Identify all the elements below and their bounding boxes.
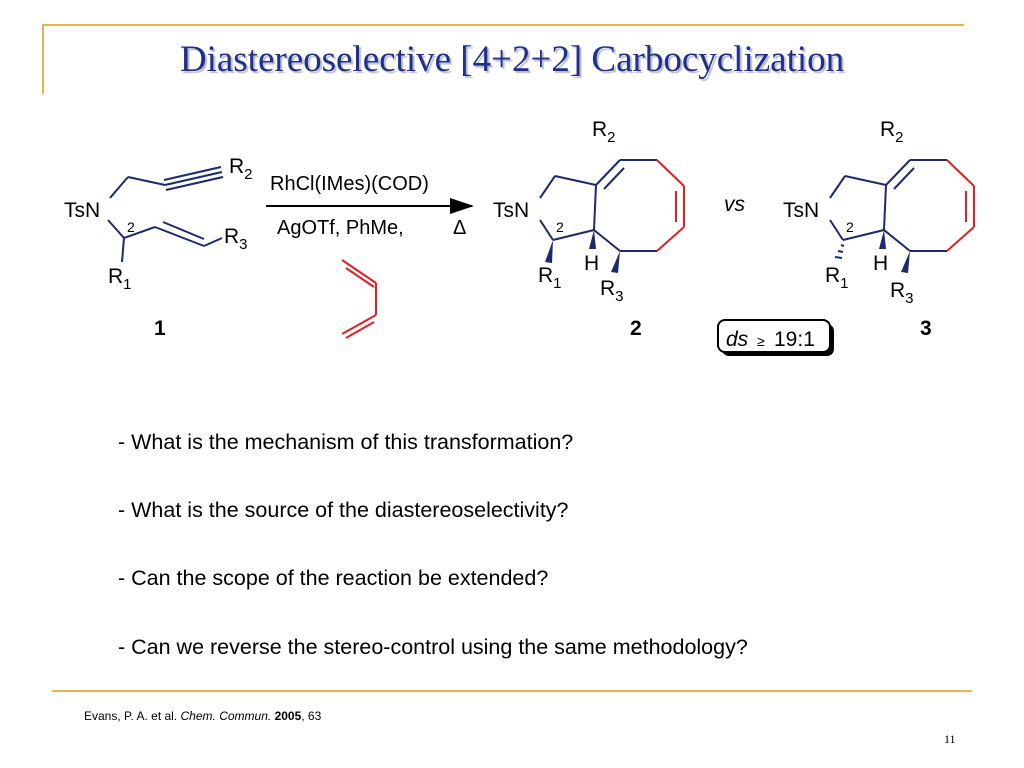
question-mechanism: - What is the mechanism of this transfor…	[118, 430, 574, 454]
compound-3-wedge-h	[879, 230, 886, 249]
compound-2-structure	[539, 159, 657, 252]
diene-structure	[341, 259, 377, 339]
r-group-subscript: 3	[239, 236, 247, 253]
top-rule	[42, 24, 964, 26]
r-group-subscript: 1	[553, 275, 561, 292]
compound-3-stereo-number: 2	[846, 219, 854, 235]
reaction-additives: AgOTf, PhMe,	[277, 217, 404, 239]
compound-2-r2: R2	[592, 118, 616, 146]
compound-1-tsn: TsN	[64, 199, 100, 222]
compound-3-r3: R3	[890, 279, 914, 307]
r-group-subscript: 2	[607, 129, 615, 146]
compound-3-h: H	[873, 252, 888, 275]
compound-3-red-bonds	[946, 159, 975, 252]
r-group-subscript: 1	[840, 275, 848, 292]
reaction-scheme: TsN 2 R2 R3 R1 1 RhCl(IMes)(COD) AgOTf, …	[64, 118, 975, 356]
compound-2-red-bonds	[656, 159, 685, 252]
compound-2-tsn: TsN	[493, 199, 529, 222]
compound-3-wedge-r3	[901, 251, 910, 273]
r-group-subscript: 3	[905, 290, 913, 307]
compound-1-r1: R1	[108, 265, 132, 293]
compound-2-wedge-h	[589, 230, 596, 249]
compound-2-stereo-number: 2	[556, 219, 564, 235]
ds-ratio: 19:1	[774, 328, 815, 351]
ds-prefix: ds	[726, 328, 749, 351]
compound-1-structure	[107, 166, 224, 263]
ds-symbol: ≥	[757, 333, 765, 349]
compound-1-r3: R3	[224, 225, 248, 253]
citation-page: , 63	[301, 709, 322, 723]
compound-2-r1: R1	[538, 264, 562, 292]
r-group-subscript: 3	[615, 288, 623, 305]
citation-journal: Chem. Commun.	[180, 709, 272, 723]
slide-title: Diastereoselective [4+2+2] Carbocyclizat…	[179, 39, 845, 80]
r-group-subscript: 2	[895, 129, 903, 146]
citation-year: 2005	[274, 709, 302, 723]
compound-3-r1: R1	[825, 264, 849, 292]
compound-1-label: 1	[154, 317, 166, 340]
compound-2-wedge-r3	[611, 251, 620, 273]
compound-2-r3: R3	[600, 277, 624, 305]
versus-text: vs	[724, 193, 746, 216]
r-group-subscript: 2	[244, 166, 252, 183]
citation-authors: Evans, P. A. et al.	[84, 709, 178, 723]
reaction-heat-symbol: Δ	[453, 217, 466, 239]
question-diastereoselectivity: - What is the source of the diastereosel…	[118, 498, 569, 522]
bottom-rule	[52, 690, 972, 692]
compound-3-r2: R2	[880, 118, 904, 146]
question-stereo-control: - Can we reverse the stereo-control usin…	[118, 635, 748, 659]
compound-3-structure	[829, 159, 947, 252]
left-rule	[42, 24, 44, 94]
compound-2-h: H	[584, 252, 599, 275]
compound-1-stereo-number: 2	[127, 219, 135, 235]
compound-3-label: 3	[920, 317, 932, 340]
reaction-catalyst: RhCl(IMes)(COD)	[270, 173, 429, 195]
compound-1-r2: R2	[229, 155, 253, 183]
compound-3-tsn: TsN	[783, 199, 819, 222]
ds-ratio-box: ds ≥ 19:1	[717, 319, 834, 356]
compound-2-label: 2	[630, 317, 642, 340]
page-number: 11	[944, 732, 956, 746]
r-group-subscript: 1	[123, 276, 131, 293]
question-scope: - Can the scope of the reaction be exten…	[118, 566, 549, 590]
compound-3-hash-r1	[834, 244, 845, 259]
compound-2-wedge-r1	[545, 240, 553, 263]
citation: Evans, P. A. et al. Chem. Commun. 2005, …	[84, 709, 321, 723]
